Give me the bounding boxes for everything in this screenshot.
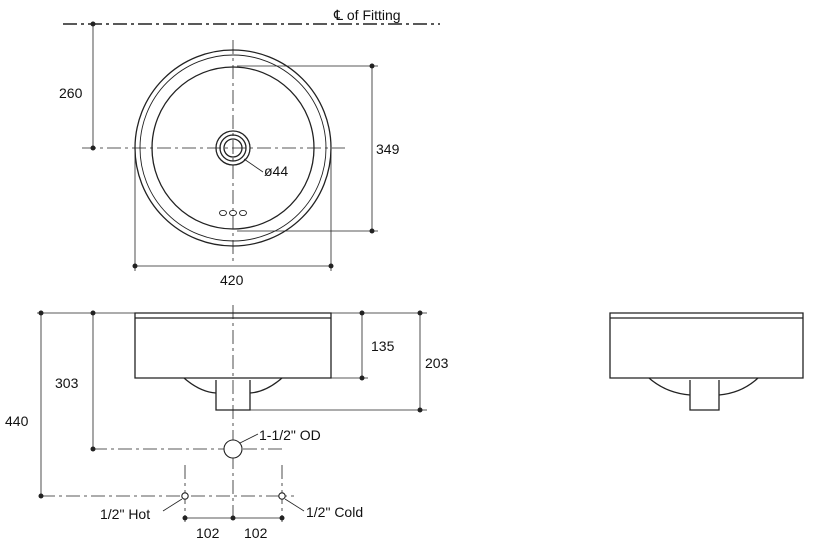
side-waste-outlet	[689, 380, 720, 411]
hot-label: 1/2" Hot	[100, 506, 150, 522]
dim-supply-height-label: 440	[5, 413, 29, 429]
waste-pipe-circle	[223, 439, 243, 459]
side-underside-right	[718, 377, 759, 396]
basin-inner-bowl	[151, 66, 315, 230]
dim-supply-height: 440	[5, 310, 44, 499]
drain-outer-ring	[215, 130, 251, 166]
cold-supply-point	[278, 492, 286, 500]
basin-body-side	[609, 312, 804, 379]
dim-offset-from-fitting: 260	[59, 21, 96, 151]
waste-leader	[239, 433, 259, 444]
dim-width: 420	[132, 148, 334, 288]
bowl-underside-right	[249, 377, 283, 394]
side-view	[609, 312, 804, 411]
drain-hole	[223, 138, 243, 158]
dim-supply-spacing: 102 102	[182, 515, 285, 541]
dim-bowl-height: 135	[331, 310, 427, 381]
top-view: ø44 260 349 420	[59, 21, 400, 288]
dim-total-height: 203	[250, 310, 449, 413]
basin-rim-edge	[139, 54, 327, 242]
fitting-centerline-label: ℄ of Fitting	[333, 7, 401, 23]
dim-waste-height: 303	[55, 310, 96, 452]
drain-ring	[219, 134, 247, 162]
waste-label: 1-1/2" OD	[259, 427, 321, 443]
drain-diameter-leader	[243, 158, 264, 173]
overflow-holes	[219, 209, 247, 217]
side-underside-left	[648, 377, 691, 396]
hot-supply-point	[181, 492, 189, 500]
drain-diameter-label: ø44	[264, 163, 288, 179]
dim-depth-label: 349	[376, 141, 400, 157]
front-view: 135 203 303 440 1-1/2"	[5, 305, 449, 541]
dim-total-height-label: 203	[425, 355, 449, 371]
dim-depth: 349	[237, 63, 400, 234]
hot-leader	[162, 498, 183, 512]
dim-waste-height-label: 303	[55, 375, 79, 391]
dim-width-label: 420	[220, 272, 244, 288]
dim-hot-spacing-label: 102	[196, 525, 220, 541]
bowl-underside-left	[183, 377, 217, 394]
dim-offset-label: 260	[59, 85, 83, 101]
dim-cold-spacing-label: 102	[244, 525, 268, 541]
dim-bowl-height-label: 135	[371, 338, 395, 354]
cold-label: 1/2" Cold	[306, 504, 363, 520]
cold-leader	[284, 498, 305, 512]
fitting-centerline: ℄ of Fitting	[63, 7, 440, 25]
